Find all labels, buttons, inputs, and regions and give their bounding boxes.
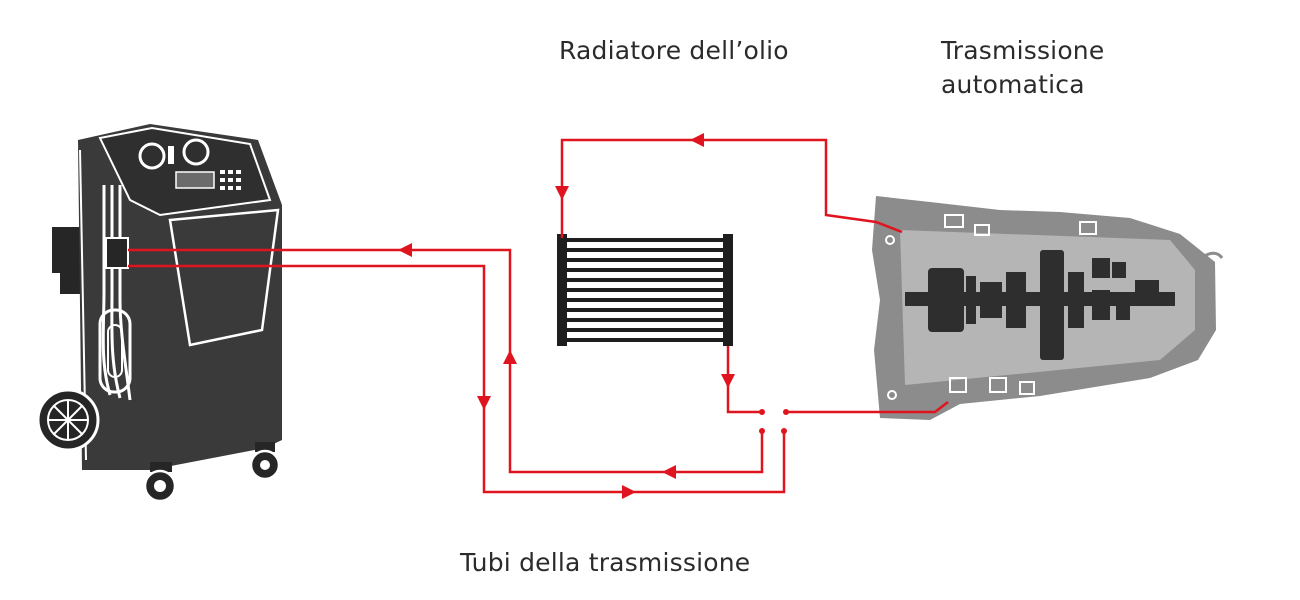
arrow-left-icon [662, 465, 676, 479]
hose-coil [98, 308, 132, 394]
oil-cooler-label: Radiatore dell’olio [559, 36, 789, 65]
pressure-gauge-right-icon [182, 138, 210, 166]
cooler-left-tank [557, 234, 567, 346]
transmission-label-line1: Trasmissione [941, 36, 1105, 65]
cooler-right-tank [723, 234, 733, 346]
machine-front-panel [168, 208, 280, 347]
return-line [128, 248, 764, 474]
hose-lines [128, 138, 949, 494]
flow-arrows [398, 133, 735, 499]
transmission-label-line2: automatica [941, 70, 1085, 99]
transmission-return-line [786, 401, 949, 414]
pressure-gauge-left-icon [138, 142, 166, 170]
hose-junctions [759, 409, 789, 434]
hose-connector [105, 237, 129, 269]
transmission-output-flange [1195, 251, 1224, 264]
transmission-tubes-label: Tubi della trasmissione [460, 548, 751, 577]
gear-stack [928, 250, 1159, 360]
atf-exchange-machine [36, 124, 282, 503]
arrow-left-icon [690, 133, 704, 147]
machine-wheel-front [143, 462, 177, 503]
hose-coil-inner [107, 324, 123, 378]
cooler-outlet-line [726, 346, 762, 414]
transmission-label: Trasmissione automatica [941, 34, 1104, 102]
arrow-down-icon [721, 374, 735, 388]
automatic-transmission [872, 196, 1224, 420]
supply-line [128, 264, 786, 494]
cooler-top-line [560, 138, 903, 238]
arrow-up-icon [503, 350, 517, 364]
arrow-down-icon [477, 396, 491, 410]
arrow-down-icon [555, 186, 569, 200]
oil-cooler [557, 234, 733, 346]
arrow-left-icon [398, 243, 412, 257]
machine-wheel-large [36, 388, 100, 452]
gauge-separator [168, 146, 174, 164]
arrow-right-icon [622, 485, 636, 499]
machine-wheel-rear [249, 442, 281, 481]
machine-buttons [220, 170, 241, 190]
cooler-fins [567, 238, 723, 342]
machine-display [175, 171, 215, 189]
